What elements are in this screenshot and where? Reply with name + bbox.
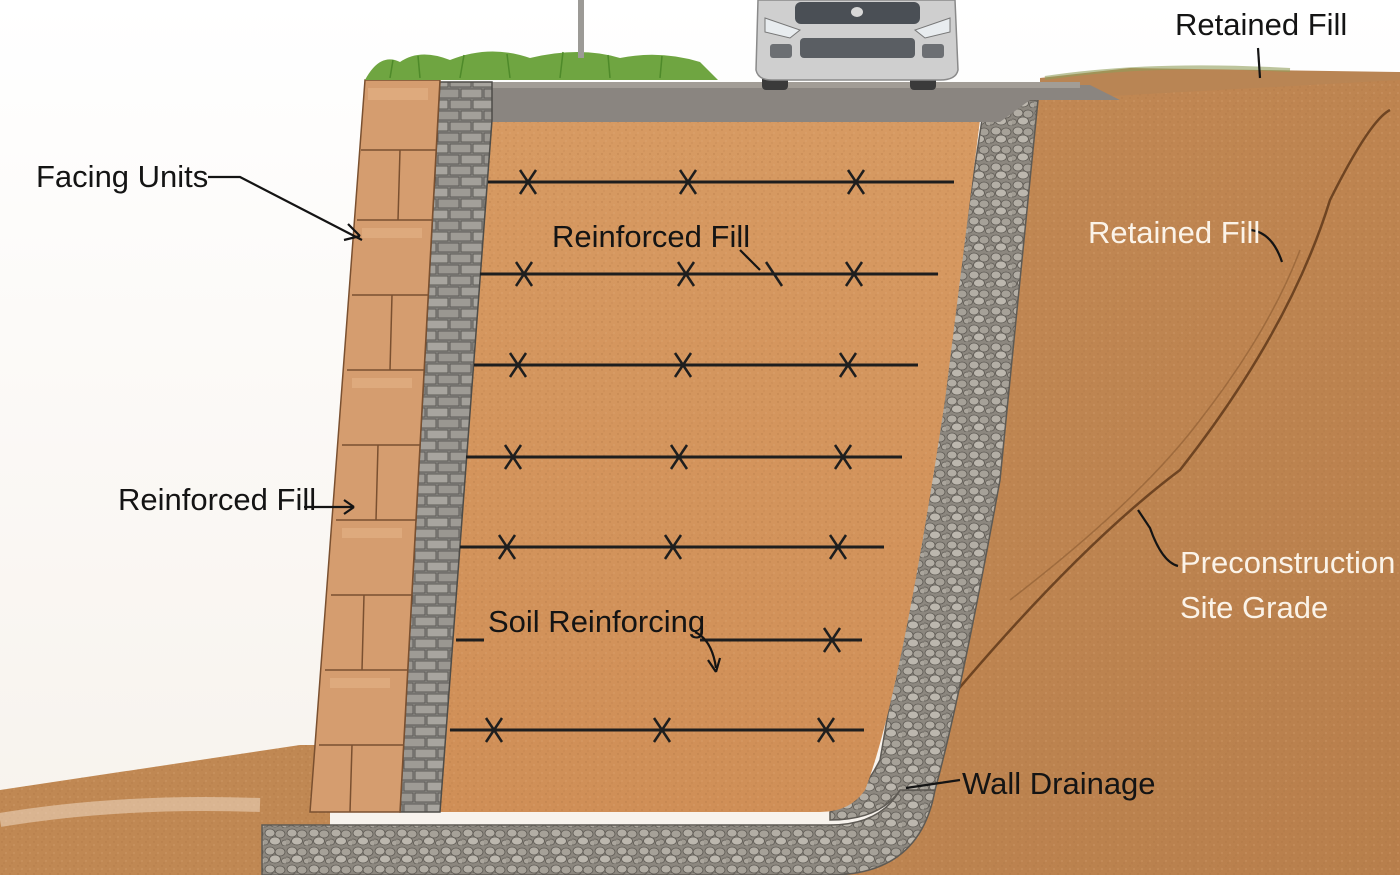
leader-lines (208, 47, 1284, 790)
top-ground-right (1040, 68, 1400, 100)
soil-reinforcing-layers (450, 169, 954, 743)
road-pavement (480, 85, 1120, 122)
reinforcing-layer-5 (460, 534, 884, 560)
preconstruction-leader (1137, 509, 1179, 568)
car (755, 0, 959, 90)
reinforcing-layer-7 (450, 717, 864, 743)
reinforcing-layer-2 (480, 261, 938, 287)
soil-reinforcing-leader (694, 631, 718, 669)
reinforced-fill-left-label: Reinforced Fill (118, 482, 316, 517)
wall-drainage-label: Wall Drainage (962, 766, 1156, 801)
reinforced-fill-inner-label: Reinforced Fill (552, 219, 750, 254)
facing-units-leader (208, 175, 363, 241)
preconstruction-grade-line (899, 108, 1391, 761)
soil-reinforcing-label: Soil Reinforcing (488, 604, 705, 639)
reinforcing-layer-3 (474, 352, 918, 378)
retained-fill-top-label: Retained Fill (1175, 7, 1347, 42)
reinforcing-layer-6 (456, 627, 862, 653)
facing-units-label: Facing Units (36, 159, 208, 194)
reinforcing-layer-4 (466, 444, 902, 470)
reinforced-fill-inner-leader (739, 249, 761, 271)
grass-strip (365, 51, 718, 80)
facing-units (309, 79, 441, 813)
lamp-pole (578, 0, 584, 58)
preconstruction-label-line2: Site Grade (1180, 590, 1328, 625)
retained-fill-top-leader (1256, 47, 1262, 79)
retained-fill-side-label: Retained Fill (1088, 215, 1260, 250)
retained-fill-side-leader (1249, 228, 1284, 263)
facing-units-arrowhead (343, 223, 361, 242)
wall-drainage-leader (905, 778, 961, 790)
reinforcing-layer-1 (488, 169, 954, 195)
leveling-pad (261, 789, 936, 875)
preconstruction-label-line1: Preconstruction (1180, 545, 1395, 580)
